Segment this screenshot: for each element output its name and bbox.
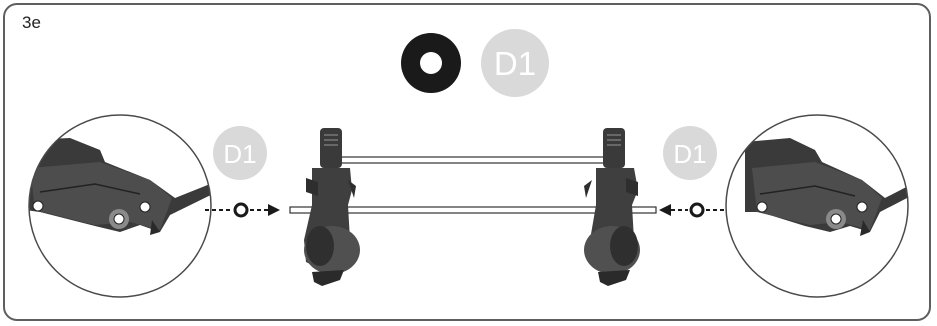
stand-left — [304, 128, 360, 286]
crossbar-lower — [289, 206, 657, 214]
part-badge-top: D1 — [481, 29, 549, 97]
crossbar-upper — [334, 156, 608, 164]
part-label-top: D1 — [494, 45, 536, 82]
detail-circle-right — [725, 114, 909, 298]
stand-right — [584, 128, 640, 286]
arrow-right-icon — [205, 202, 280, 218]
part-label-right: D1 — [673, 139, 706, 169]
part-badge-right: D1 — [663, 126, 717, 180]
part-badge-left: D1 — [213, 126, 267, 180]
part-label-left: D1 — [223, 139, 256, 169]
step-label: 3e — [22, 13, 41, 32]
detail-circle-left — [28, 114, 212, 298]
washer-icon — [401, 33, 461, 93]
arrow-left-icon — [659, 202, 735, 218]
